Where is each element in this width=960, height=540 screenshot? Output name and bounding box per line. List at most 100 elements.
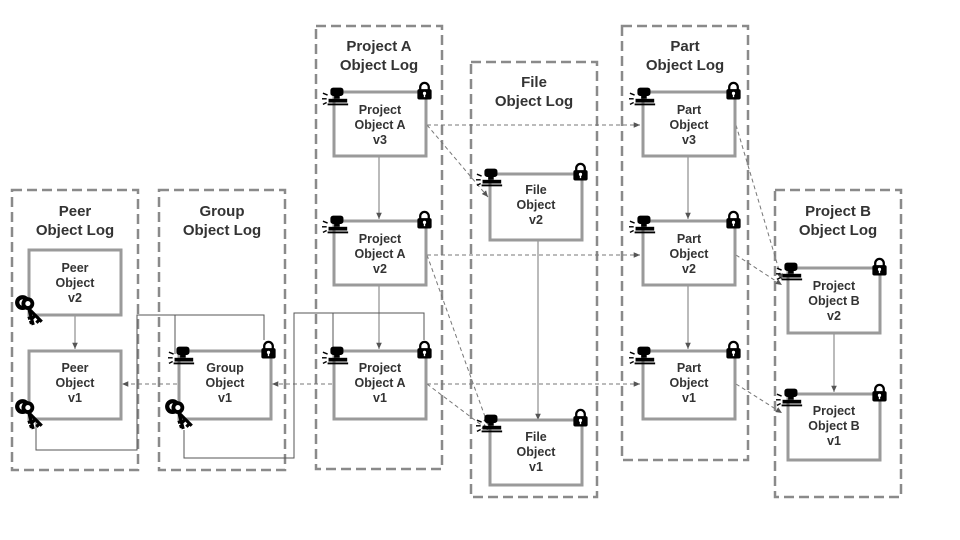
lock-icon bbox=[572, 408, 589, 427]
node-pb-v1-line1: Project bbox=[813, 404, 856, 418]
node-part-v1-line3: v1 bbox=[682, 391, 696, 405]
log-part-title-line1: Part bbox=[670, 38, 699, 55]
lock-icon bbox=[871, 257, 888, 276]
node-pb-v2-line1: Project bbox=[813, 279, 856, 293]
log-file-title-line1: File bbox=[521, 74, 547, 91]
signature-wires bbox=[35, 312, 425, 459]
log-group-title-line2: Object Log bbox=[183, 222, 261, 239]
node-file-v2-line3: v2 bbox=[529, 213, 543, 227]
lock-icon bbox=[572, 162, 589, 181]
log-project-b-title-line2: Object Log bbox=[799, 222, 877, 239]
node-file-v1-line3: v1 bbox=[529, 460, 543, 474]
node-peer-v2-line2: Object bbox=[56, 276, 96, 290]
wire-group-key-pa-stamp bbox=[183, 312, 334, 459]
node-pa-v3-line2: Object A bbox=[355, 118, 406, 132]
node-file-v2-line1: File bbox=[525, 183, 547, 197]
lock-icon bbox=[725, 81, 742, 100]
edge-part-v3-pb-v2 bbox=[735, 124, 783, 281]
edge-pa-v2-file-v1 bbox=[426, 254, 489, 426]
lock-icon bbox=[871, 383, 888, 402]
node-pb-v2-line2: Object B bbox=[808, 294, 859, 308]
log-project-a-title-line2: Object Log bbox=[340, 57, 418, 74]
node-pa-v2-line2: Object A bbox=[355, 247, 406, 261]
edge-part-v1-pb-v1 bbox=[735, 383, 783, 414]
node-part-v2-line2: Object bbox=[670, 247, 710, 261]
log-part-title-line2: Object Log bbox=[646, 57, 724, 74]
node-peer-v1-line3: v1 bbox=[68, 391, 82, 405]
node-pa-v2-line1: Project bbox=[359, 232, 402, 246]
node-part-v3-line1: Part bbox=[677, 103, 702, 117]
edge-pa-v3-file-v2 bbox=[426, 124, 489, 198]
version-edges bbox=[72, 157, 837, 420]
node-pa-v1-line3: v1 bbox=[373, 391, 387, 405]
lock-icon bbox=[260, 340, 277, 359]
lock-icon bbox=[416, 81, 433, 100]
log-file-title-line2: Object Log bbox=[495, 93, 573, 110]
log-project-b: Project B Object Log bbox=[773, 188, 903, 499]
lock-icon bbox=[725, 210, 742, 229]
wire-group-lock bbox=[175, 314, 265, 340]
lock-icon bbox=[416, 340, 433, 359]
node-pa-v3-line1: Project bbox=[359, 103, 402, 117]
node-pa-v1-line1: Project bbox=[359, 361, 402, 375]
node-part-v2-line1: Part bbox=[677, 232, 702, 246]
edge-pa-v1-file-v1 bbox=[426, 383, 489, 431]
node-part-v1-line1: Part bbox=[677, 361, 702, 375]
node-file-v2-line2: Object bbox=[517, 198, 557, 212]
node-pb-v1-line3: v1 bbox=[827, 434, 841, 448]
node-peer-v2-line1: Peer bbox=[61, 261, 88, 275]
log-project-a-title-line1: Project A bbox=[346, 38, 411, 55]
node-pb-v1-line2: Object B bbox=[808, 419, 859, 433]
node-part-v2-line3: v2 bbox=[682, 262, 696, 276]
log-project-a: Project A Object Log bbox=[314, 24, 444, 471]
wire-pa-lock bbox=[333, 312, 425, 340]
log-peer-title-line1: Peer bbox=[59, 203, 92, 220]
node-part-v3-line2: Object bbox=[670, 118, 710, 132]
log-project-b-title-line1: Project B bbox=[805, 203, 871, 220]
node-group-v1-line1: Group bbox=[206, 361, 244, 375]
node-part-v1-line2: Object bbox=[670, 376, 710, 390]
node-pa-v1-line2: Object A bbox=[355, 376, 406, 390]
node-peer-v1-line2: Object bbox=[56, 376, 96, 390]
log-group-title-line1: Group bbox=[200, 203, 245, 220]
lock-icon bbox=[416, 210, 433, 229]
node-file-v1-line2: Object bbox=[517, 445, 557, 459]
node-peer-v1-line1: Peer bbox=[61, 361, 88, 375]
edge-part-v2-pb-v2 bbox=[735, 254, 783, 286]
node-pa-v2-line3: v2 bbox=[373, 262, 387, 276]
node-pa-v3-line3: v3 bbox=[373, 133, 387, 147]
node-pb-v2-line3: v2 bbox=[827, 309, 841, 323]
node-peer-v2-line3: v2 bbox=[68, 291, 82, 305]
